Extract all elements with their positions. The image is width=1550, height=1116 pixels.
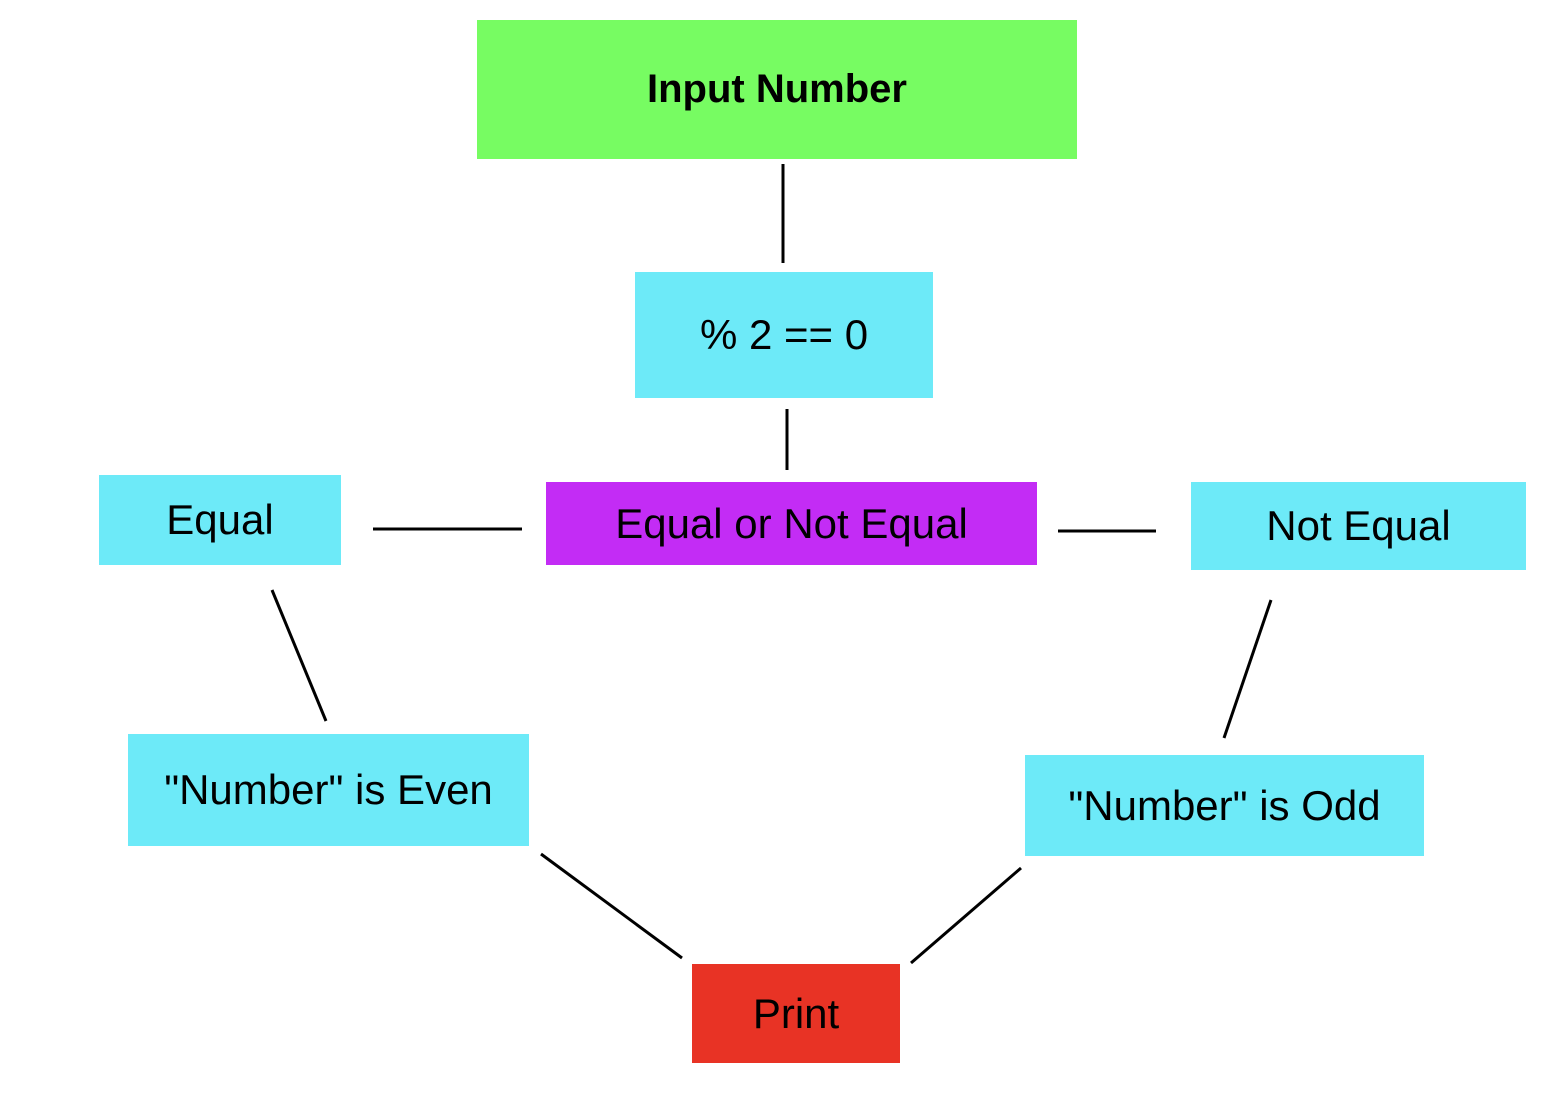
decision-node: Equal or Not Equal bbox=[546, 482, 1037, 565]
modulo-check-node: % 2 == 0 bbox=[635, 272, 933, 398]
input-number-node: Input Number bbox=[477, 20, 1077, 159]
equal-node: Equal bbox=[99, 475, 341, 565]
odd-result-node: "Number" is Odd bbox=[1025, 755, 1424, 856]
not-equal-node: Not Equal bbox=[1191, 482, 1526, 570]
connector-even-to-print bbox=[540, 852, 683, 960]
connector-odd-to-print bbox=[910, 866, 1022, 965]
connector-not-equal-to-odd bbox=[1222, 599, 1273, 739]
print-node: Print bbox=[692, 964, 900, 1063]
connector-equal-to-even bbox=[270, 589, 328, 722]
even-result-node: "Number" is Even bbox=[128, 734, 529, 846]
